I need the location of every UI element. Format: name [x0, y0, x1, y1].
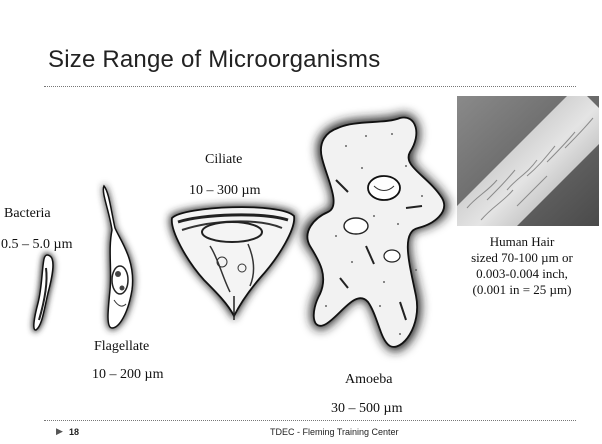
amoeba-label: Amoeba: [345, 372, 392, 388]
flagellate-label: Flagellate: [94, 339, 149, 355]
human-hair-micrograph: [457, 96, 599, 226]
amoeba-size: 30 – 500 µm: [331, 401, 402, 417]
hair-caption-line3: 0.003-0.004 inch,: [446, 266, 598, 282]
amoeba-illustration: [296, 106, 456, 376]
ciliate-illustration: [162, 196, 302, 326]
hair-caption-line4: (0.001 in = 25 µm): [446, 282, 598, 298]
title-divider: [44, 86, 576, 87]
footer-text: TDEC - Fleming Training Center: [270, 427, 399, 437]
bacteria-illustration: [28, 248, 68, 338]
ciliate-label: Ciliate: [205, 152, 242, 168]
footer-divider: [44, 420, 576, 421]
hair-caption-line1: Human Hair: [446, 234, 598, 250]
play-arrow-icon: ▶: [56, 427, 63, 437]
flagellate-size: 10 – 200 µm: [92, 367, 163, 383]
bacteria-label: Bacteria: [4, 206, 51, 222]
flagellate-illustration: [92, 180, 152, 340]
human-hair-caption: Human Hair sized 70-100 µm or 0.003-0.00…: [446, 234, 598, 298]
page-number: 18: [69, 427, 79, 437]
hair-caption-line2: sized 70-100 µm or: [446, 250, 598, 266]
slide-title: Size Range of Microorganisms: [48, 46, 380, 74]
